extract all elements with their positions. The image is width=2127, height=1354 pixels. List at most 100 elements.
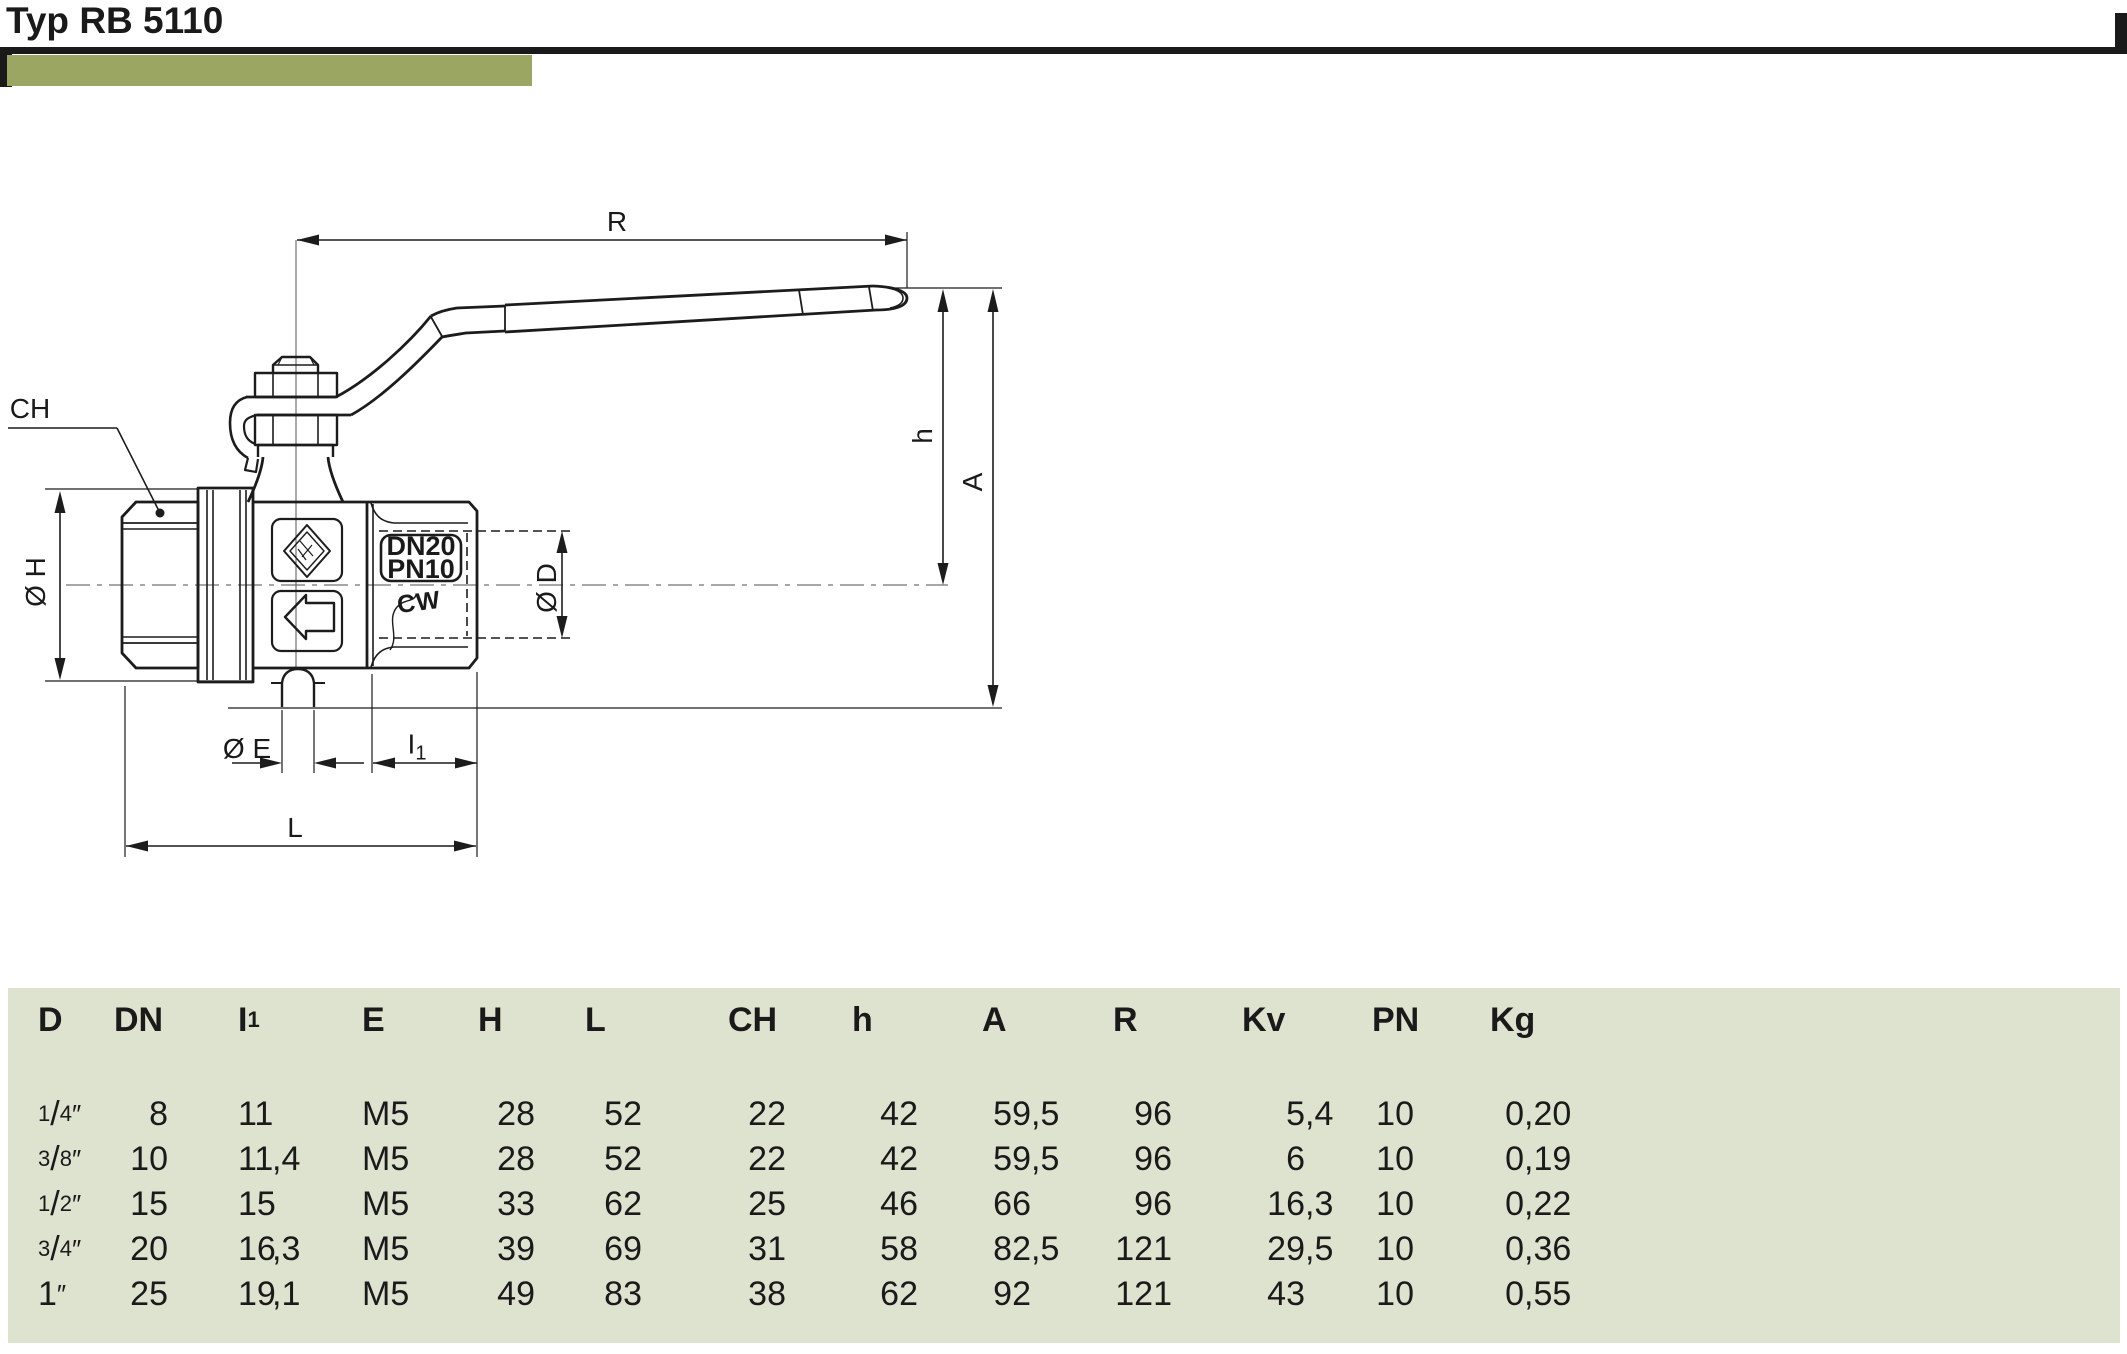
spec-header-cell: CH xyxy=(728,1001,778,1039)
spec-cell: 42 xyxy=(880,1095,918,1133)
spec-cell: 25 xyxy=(748,1185,786,1223)
spec-cell: 19,1 xyxy=(238,1275,301,1313)
spec-cell: 83 xyxy=(604,1275,642,1313)
spec-cell: 33 xyxy=(497,1185,535,1223)
spec-cell: 28 xyxy=(497,1140,535,1178)
spec-cell: 22 xyxy=(748,1095,786,1133)
dim-label-diameter-D: Ø D xyxy=(531,563,562,613)
spec-cell: 11 xyxy=(238,1095,274,1133)
spec-cell: 10 xyxy=(1376,1230,1414,1268)
spec-cell: 62 xyxy=(880,1275,918,1313)
spec-header-cell: R xyxy=(1113,1001,1138,1039)
spec-cell: 15 xyxy=(130,1185,168,1223)
spec-cell: 5,4 xyxy=(1286,1095,1334,1133)
spec-cell: 11,4 xyxy=(238,1140,301,1178)
dim-label-I1: I1 xyxy=(407,728,427,765)
spec-header-cell: H xyxy=(478,1001,503,1039)
spec-cell: 66 xyxy=(993,1185,1031,1223)
spec-header-cell: L xyxy=(585,1001,606,1039)
spec-cell: 39 xyxy=(497,1230,535,1268)
spec-data-row: 1″ 25 19,1 M5 49 83 38 62 92 121 43 10 0,55 xyxy=(38,1276,1650,1312)
spec-header-cell: PN xyxy=(1372,1001,1420,1039)
spec-cell: 42 xyxy=(880,1140,918,1178)
dim-label-R: R xyxy=(606,206,628,237)
spec-header-cell: A xyxy=(982,1001,1007,1039)
spec-cell: 16,3 xyxy=(238,1230,301,1268)
spec-cell: 43 xyxy=(1267,1275,1305,1313)
spec-cell: 10 xyxy=(130,1140,168,1178)
spec-cell: 0,19 xyxy=(1505,1140,1572,1178)
dim-label-L: L xyxy=(287,812,303,843)
spec-cell: 59,5 xyxy=(993,1140,1060,1178)
spec-cell: 3/4″ xyxy=(38,1230,82,1268)
header-rule-right-tick xyxy=(2115,13,2127,54)
spec-cell: 8 xyxy=(149,1095,168,1133)
spec-cell: 52 xyxy=(604,1140,642,1178)
dim-label-A: A xyxy=(957,472,988,492)
spec-cell: 28 xyxy=(497,1095,535,1133)
spec-cell: 69 xyxy=(604,1230,642,1268)
spec-cell: M5 xyxy=(362,1185,410,1223)
spec-header-cell: D xyxy=(38,1001,63,1039)
page-title: Typ RB 5110 xyxy=(6,0,224,41)
spec-cell: 10 xyxy=(1376,1095,1414,1133)
spec-data-row: 1/2″ 15 15 M5 33 62 25 46 66 96 16,3 10 0,22 xyxy=(38,1186,1650,1222)
spec-cell: 121 xyxy=(1115,1275,1172,1313)
valve-marking-pn: PN10 xyxy=(387,554,455,584)
spec-cell: 16,3 xyxy=(1267,1185,1334,1223)
spec-header-cell: Kv xyxy=(1242,1001,1286,1039)
spec-header-cell: DN xyxy=(114,1001,164,1039)
spec-header-cell: E xyxy=(362,1001,385,1039)
spec-cell: 31 xyxy=(748,1230,786,1268)
spec-cell: M5 xyxy=(362,1230,410,1268)
dim-label-h: h xyxy=(907,428,938,444)
spec-cell: 1/2″ xyxy=(38,1185,82,1223)
spec-cell: 6 xyxy=(1286,1140,1305,1178)
spec-cell: 15 xyxy=(238,1185,276,1223)
spec-cell: 0,22 xyxy=(1505,1185,1572,1223)
spec-cell: 1″ xyxy=(38,1275,67,1313)
spec-cell: 92 xyxy=(993,1275,1031,1313)
spec-cell: 10 xyxy=(1376,1140,1414,1178)
accent-bar xyxy=(7,55,532,86)
spec-cell: 0,55 xyxy=(1505,1275,1572,1313)
spec-cell: 1/4″ xyxy=(38,1095,82,1133)
spec-cell: 121 xyxy=(1115,1230,1172,1268)
spec-cell: 46 xyxy=(880,1185,918,1223)
spec-cell: 96 xyxy=(1134,1140,1172,1178)
header-rule xyxy=(0,47,2127,54)
dim-label-CH: CH xyxy=(9,393,51,424)
spec-cell: 22 xyxy=(748,1140,786,1178)
spec-cell: 20 xyxy=(130,1230,168,1268)
valve-rating-marking: DN20 PN10 xyxy=(386,531,456,584)
spec-cell: 25 xyxy=(130,1275,168,1313)
spec-cell: 10 xyxy=(1376,1185,1414,1223)
spec-cell: 0,36 xyxy=(1505,1230,1572,1268)
spec-cell: 59,5 xyxy=(993,1095,1060,1133)
spec-cell: 3/8″ xyxy=(38,1140,82,1178)
spec-cell: 29,5 xyxy=(1267,1230,1334,1268)
spec-cell: M5 xyxy=(362,1095,410,1133)
spec-header-cell: Kg xyxy=(1490,1001,1536,1039)
spec-header-cell: h xyxy=(852,1001,873,1039)
spec-cell: 62 xyxy=(604,1185,642,1223)
dim-label-diameter-E: Ø E xyxy=(222,733,272,764)
spec-cell: 49 xyxy=(497,1275,535,1313)
spec-cell: M5 xyxy=(362,1140,410,1178)
spec-cell: 10 xyxy=(1376,1275,1414,1313)
valve-casting-mark: CW xyxy=(395,585,443,620)
spec-cell: 96 xyxy=(1134,1185,1172,1223)
spec-cell: 0,20 xyxy=(1505,1095,1572,1133)
valve-marking-dn: DN20 xyxy=(386,531,456,561)
dim-label-diameter-H: Ø H xyxy=(20,557,51,607)
spec-cell: 58 xyxy=(880,1230,918,1268)
spec-cell: 38 xyxy=(748,1275,786,1313)
spec-cell: M5 xyxy=(362,1275,410,1313)
